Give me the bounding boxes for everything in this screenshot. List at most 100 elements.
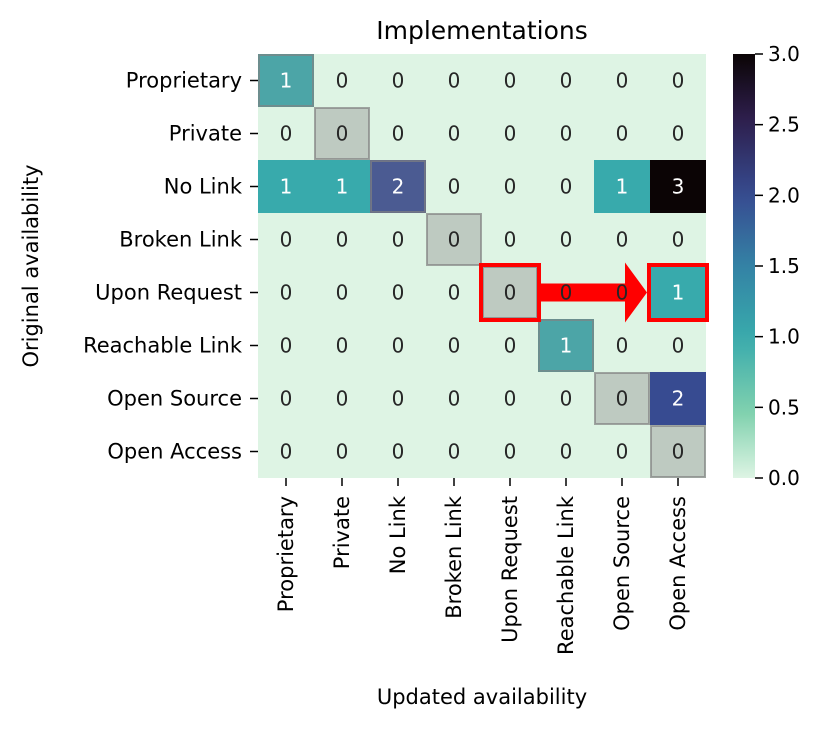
heatmap-cell (538, 213, 594, 266)
cell-value-label: 0 (504, 122, 517, 146)
heatmap-cell (650, 372, 706, 425)
cell-value-label: 2 (392, 175, 405, 199)
cell-value-label: 0 (616, 387, 629, 411)
heatmap-cell (426, 372, 482, 425)
y-tick-label: Proprietary (126, 69, 242, 93)
heatmap-cell (426, 266, 482, 319)
heatmap-cell (482, 107, 538, 160)
colorbar (733, 54, 755, 478)
x-tick-label: Reachable Link (554, 495, 578, 655)
cell-value-label: 0 (280, 281, 293, 305)
cell-value-label: 0 (280, 228, 293, 252)
heatmap-cell (594, 160, 650, 213)
heatmap-cell (314, 54, 370, 107)
chart-title: Implementations (376, 16, 588, 45)
annotation-arrow (479, 262, 709, 323)
heatmap-cell (594, 54, 650, 107)
heatmap-cell (538, 319, 594, 372)
cell-value-label: 0 (504, 281, 517, 305)
cell-value-label: 0 (448, 387, 461, 411)
diagonal-highlight (314, 107, 370, 160)
heatmap-cell (482, 372, 538, 425)
cell-value-label: 0 (280, 440, 293, 464)
annotation-box-target (647, 263, 709, 322)
y-tick-label: Open Access (107, 440, 242, 464)
heatmap-cell (538, 160, 594, 213)
y-axis-title: Original availability (19, 164, 43, 367)
cell-value-label: 0 (560, 281, 573, 305)
x-tick-label: Proprietary (274, 496, 298, 612)
cell-value-label: 0 (616, 440, 629, 464)
y-tick-label: Reachable Link (83, 334, 243, 358)
cell-value-label: 0 (336, 228, 349, 252)
heatmap-cell (426, 54, 482, 107)
colorbar-tick-label: 1.5 (768, 254, 800, 278)
cell-value-label: 0 (280, 387, 293, 411)
heatmap-cell (482, 54, 538, 107)
heatmap-cell (650, 213, 706, 266)
heatmap-cell (314, 107, 370, 160)
x-tick-label: Open Access (666, 496, 690, 631)
heatmap-cell (370, 107, 426, 160)
heatmap-cell (370, 266, 426, 319)
heatmap-cell (370, 54, 426, 107)
cell-value-label: 0 (616, 122, 629, 146)
cell-value-label: 3 (672, 175, 685, 199)
heatmap-cell (538, 372, 594, 425)
heatmap-cell (426, 213, 482, 266)
cell-value-label: 0 (280, 122, 293, 146)
cell-value-label: 0 (392, 281, 405, 305)
colorbar-tick-label: 0.0 (768, 466, 800, 490)
heatmap-cell (314, 213, 370, 266)
colorbar-tick-label: 1.0 (768, 325, 800, 349)
cell-value-label: 1 (560, 334, 573, 358)
colorbar-tick-label: 2.5 (768, 113, 800, 137)
heatmap-cell (650, 107, 706, 160)
cell-value-label: 0 (504, 440, 517, 464)
cell-value-label: 0 (392, 440, 405, 464)
heatmap-cell (650, 266, 706, 319)
cell-value-label: 0 (448, 122, 461, 146)
x-tick-label: No Link (386, 495, 410, 574)
cell-value-label: 0 (392, 122, 405, 146)
cell-value-label: 1 (280, 69, 293, 93)
cell-value-label: 0 (616, 228, 629, 252)
heatmap-cell (314, 160, 370, 213)
colorbar-tick-label: 2.0 (768, 183, 800, 207)
heatmap-cell (594, 425, 650, 478)
cell-value-label: 0 (672, 228, 685, 252)
cell-value-label: 0 (504, 175, 517, 199)
heatmap-cell (538, 107, 594, 160)
cell-value-label: 0 (448, 440, 461, 464)
cell-value-label: 0 (448, 175, 461, 199)
cell-value-label: 0 (560, 440, 573, 464)
heatmap-cell (370, 425, 426, 478)
heatmap-cell (370, 319, 426, 372)
heatmap-cell (482, 213, 538, 266)
cell-value-label: 0 (504, 387, 517, 411)
cell-value-label: 0 (672, 440, 685, 464)
heatmap-cell (258, 319, 314, 372)
heatmap-cell (258, 213, 314, 266)
heatmap-cells (258, 54, 706, 478)
cell-value-label: 0 (672, 334, 685, 358)
cell-value-label: 0 (392, 69, 405, 93)
heatmap-cell (314, 372, 370, 425)
cell-value-label: 0 (616, 281, 629, 305)
cell-value-label: 0 (392, 387, 405, 411)
cell-value-label: 1 (616, 175, 629, 199)
heatmap-cell (258, 425, 314, 478)
heatmap-cell (258, 372, 314, 425)
cell-value-label: 0 (560, 122, 573, 146)
cell-value-label: 0 (448, 228, 461, 252)
heatmap-cell (482, 266, 538, 319)
cell-value-label: 0 (448, 281, 461, 305)
cell-value-label: 0 (336, 281, 349, 305)
heatmap-cell (594, 319, 650, 372)
cell-value-label: 0 (336, 334, 349, 358)
y-tick-label: No Link (164, 175, 243, 199)
heatmap-cell (258, 266, 314, 319)
heatmap-cell (594, 372, 650, 425)
